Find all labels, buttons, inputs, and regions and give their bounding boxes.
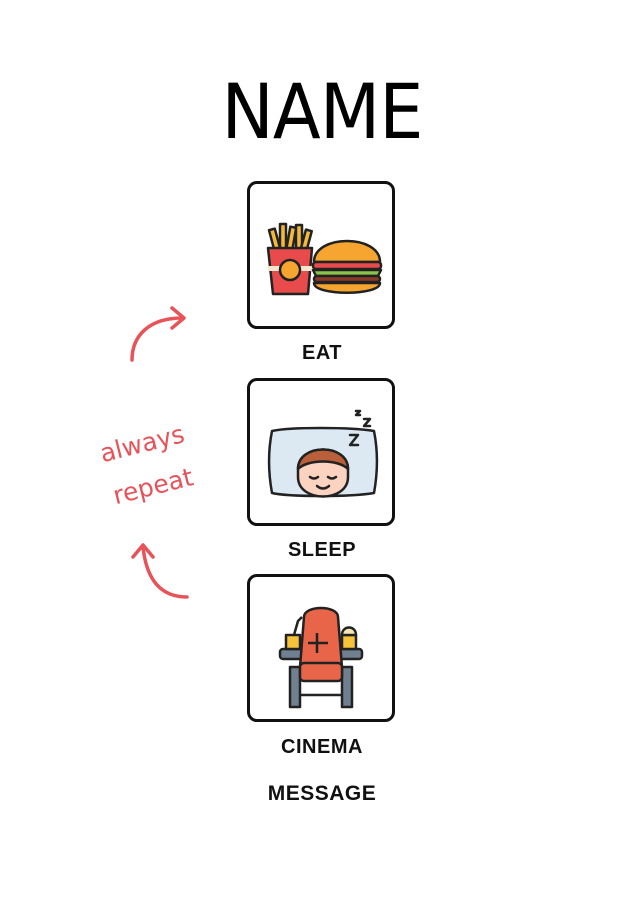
card-label-eat: EAT: [301, 342, 342, 364]
curved-arrow-back-icon: [131, 543, 189, 599]
card-sleep[interactable]: [247, 378, 395, 526]
cinema-seat-icon: [278, 606, 364, 709]
curved-arrow-up-icon: [130, 306, 186, 362]
sleeping-boy-icon: [267, 409, 379, 498]
card-eat[interactable]: [247, 181, 395, 329]
fries-burger-icon: [266, 222, 383, 296]
card-label-cinema: CINEMA: [281, 736, 363, 758]
page-title: NAME: [221, 67, 424, 156]
annotation-repeat: repeat: [110, 462, 197, 511]
card-label-sleep: SLEEP: [287, 539, 357, 561]
annotation-always: always: [97, 419, 188, 469]
card-cinema[interactable]: [247, 574, 395, 722]
message-text: MESSAGE: [267, 782, 377, 805]
